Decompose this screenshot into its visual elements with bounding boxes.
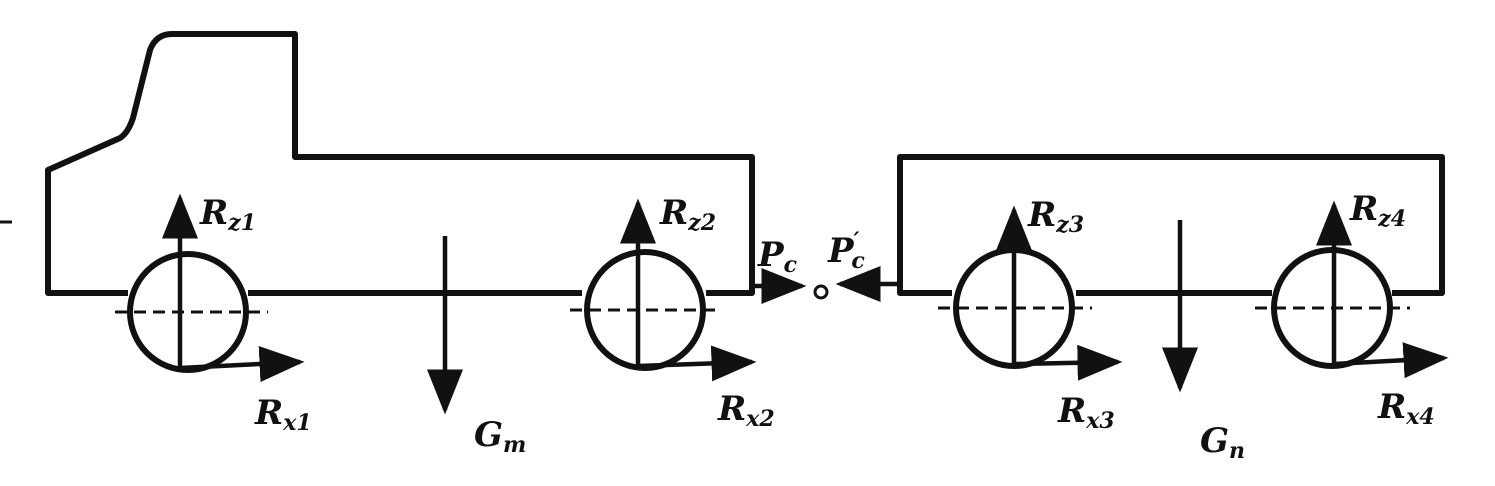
force-rx1-arrow — [179, 346, 305, 383]
label-rx4: Rx4 — [1377, 387, 1435, 430]
truck-body-outline — [45, 31, 755, 296]
label-rz2: Rz2 — [659, 193, 716, 236]
trailer-body-outline — [897, 154, 1445, 296]
label-rz4: Rz4 — [1349, 189, 1406, 232]
label-pc-prime: P′c — [827, 228, 865, 274]
label-rx2: Rx2 — [717, 389, 775, 432]
label-gt: Gт — [474, 415, 526, 458]
label-rz1: Rz1 — [199, 193, 256, 236]
label-pc: Pc — [757, 235, 798, 278]
label-rx1: Rx1 — [254, 393, 312, 436]
force-rx2-arrow — [637, 345, 757, 382]
force-rx3-arrow — [1013, 344, 1123, 381]
label-rx3: Rx3 — [1057, 391, 1115, 434]
truck-front-wheel — [127, 251, 249, 373]
coupling-point — [813, 284, 829, 300]
label-gp: Gп — [1200, 421, 1245, 464]
label-rz3: Rz3 — [1027, 195, 1084, 238]
force-rx4-arrow — [1333, 342, 1449, 379]
